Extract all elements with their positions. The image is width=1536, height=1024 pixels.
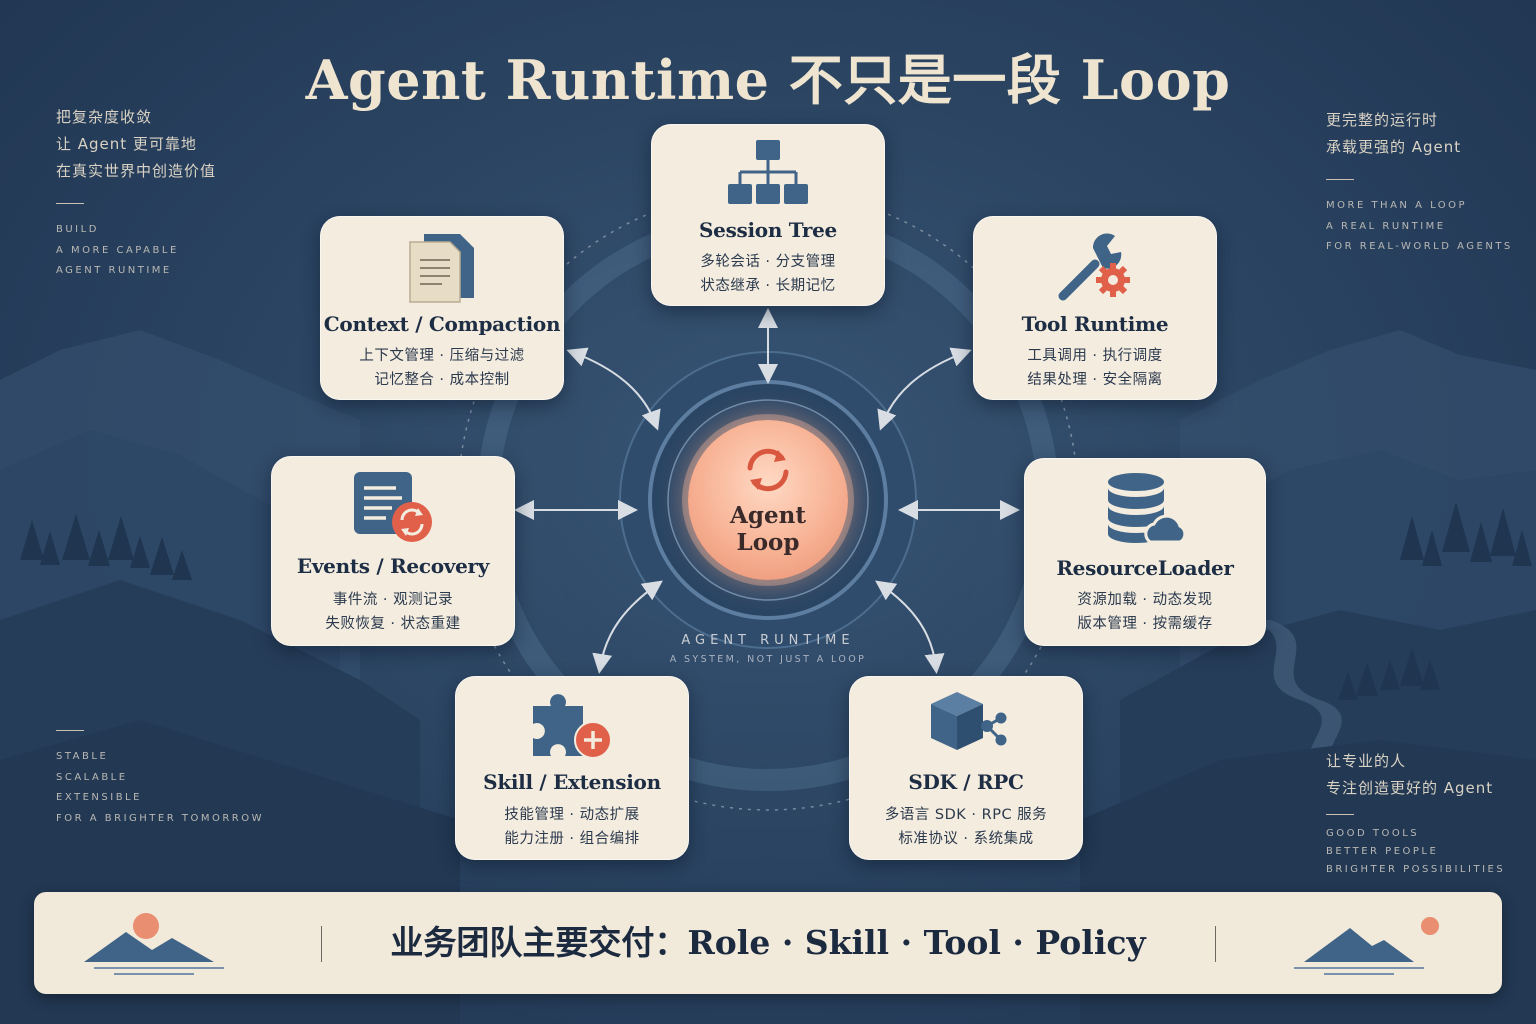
divider	[321, 926, 322, 962]
log-recovery-icon	[271, 470, 515, 546]
cube-share-icon	[849, 688, 1083, 762]
card-line: 事件流 · 观测记录	[332, 592, 454, 608]
side-note-line: 在真实世界中创造价值	[56, 162, 217, 180]
mountain-sun-icon	[1294, 917, 1439, 975]
side-note-line: A MORE CAPABLE	[56, 244, 179, 256]
card-tool-runtime[interactable]: Tool Runtime 工具调用 · 执行调度 结果处理 · 安全隔离	[973, 216, 1217, 400]
side-note-line: AGENT RUNTIME	[56, 265, 172, 276]
card-line: 失败恢复 · 状态重建	[325, 616, 461, 632]
side-note-line: BUILD	[56, 224, 99, 235]
side-note-line: 让专业的人	[1326, 752, 1407, 770]
side-note-line: FOR REAL-WORLD AGENTS	[1326, 241, 1513, 252]
page-title: Agent Runtime 不只是一段 Loop	[305, 48, 1231, 112]
side-note-line: GOOD TOOLS	[1326, 828, 1420, 839]
divider	[1326, 814, 1354, 815]
card-title: SDK / RPC	[908, 770, 1024, 794]
mountain-sun-icon	[84, 913, 224, 975]
side-note-right-bottom: 让专业的人 专注创造更好的 Agent GOOD TOOLS BETTER PE…	[1326, 748, 1505, 879]
side-note-line: MORE THAN A LOOP	[1326, 200, 1468, 211]
card-line: 状态继承 · 长期记忆	[700, 278, 836, 294]
card-resource-loader[interactable]: ResourceLoader 资源加载 · 动态发现 版本管理 · 按需缓存	[1024, 458, 1266, 646]
side-note-line: BRIGHTER POSSIBILITIES	[1326, 864, 1506, 875]
card-line: 资源加载 · 动态发现	[1077, 592, 1213, 608]
bottom-banner: 业务团队主要交付：Role · Skill · Tool · Policy	[34, 892, 1502, 994]
card-line: 工具调用 · 执行调度	[1027, 348, 1163, 364]
core-label-line2: Loop	[736, 529, 800, 556]
card-title: Tool Runtime	[1021, 312, 1169, 336]
card-session-tree[interactable]: Session Tree 多轮会话 · 分支管理 状态继承 · 长期记忆	[651, 124, 885, 306]
card-title: ResourceLoader	[1056, 556, 1234, 580]
side-note-line: SCALABLE	[56, 771, 128, 783]
side-note-line: 更完整的运行时	[1326, 111, 1439, 129]
side-note-line: 承载更强的 Agent	[1326, 138, 1462, 156]
divider	[1326, 179, 1354, 180]
card-title: Events / Recovery	[296, 554, 490, 578]
card-events-recovery[interactable]: Events / Recovery 事件流 · 观测记录 失败恢复 · 状态重建	[271, 456, 515, 646]
divider	[56, 730, 84, 731]
card-title: Context / Compaction	[323, 312, 561, 336]
card-skill-extension[interactable]: Skill / Extension 技能管理 · 动态扩展 能力注册 · 组合编…	[455, 676, 689, 860]
side-note-line: 专注创造更好的 Agent	[1326, 779, 1494, 797]
side-note-left-top: 把复杂度收敛 让 Agent 更可靠地 在真实世界中创造价值 BUILD A M…	[56, 104, 216, 282]
side-note-line: BETTER PEOPLE	[1326, 846, 1439, 857]
card-title: Skill / Extension	[483, 770, 661, 794]
agent-loop-core: Agent Loop	[688, 420, 848, 580]
side-note-line: 让 Agent 更可靠地	[56, 135, 197, 153]
card-sdk-rpc[interactable]: SDK / RPC 多语言 SDK · RPC 服务 标准协议 · 系统集成	[849, 676, 1083, 860]
side-note-right-top: 更完整的运行时 承载更强的 Agent MORE THAN A LOOP A R…	[1326, 107, 1513, 258]
puzzle-plus-icon	[455, 690, 689, 760]
card-context-compaction[interactable]: Context / Compaction 上下文管理 · 压缩与过滤 记忆整合 …	[320, 216, 564, 400]
side-note-line: FOR A BRIGHTER TOMORROW	[56, 812, 264, 824]
divider	[1215, 926, 1216, 962]
wrench-gear-icon	[973, 230, 1217, 304]
card-title: Session Tree	[699, 218, 837, 242]
card-line: 技能管理 · 动态扩展	[504, 807, 640, 823]
card-line: 多语言 SDK · RPC 服务	[884, 807, 1048, 823]
runtime-sublabel: A SYSTEM, NOT JUST A LOOP	[669, 654, 867, 665]
runtime-label: AGENT RUNTIME	[681, 633, 855, 648]
side-note-line: STABLE	[56, 751, 109, 762]
divider	[56, 203, 84, 204]
card-line: 能力注册 · 组合编排	[504, 831, 640, 847]
card-line: 结果处理 · 安全隔离	[1027, 372, 1163, 388]
cycle-arrows-icon	[747, 448, 789, 492]
card-line: 标准协议 · 系统集成	[898, 831, 1034, 847]
core-label-line1: Agent	[730, 502, 806, 529]
side-note-line: 把复杂度收敛	[56, 108, 153, 126]
side-note-left-bottom: STABLE SCALABLE EXTENSIBLE FOR A BRIGHTE…	[56, 712, 264, 829]
side-note-line: EXTENSIBLE	[56, 792, 142, 803]
database-cloud-icon	[1024, 470, 1266, 548]
card-line: 多轮会话 · 分支管理	[700, 254, 836, 270]
banner-text: 业务团队主要交付：Role · Skill · Tool · Policy	[390, 923, 1146, 962]
hierarchy-icon	[651, 138, 885, 208]
card-line: 版本管理 · 按需缓存	[1077, 616, 1213, 632]
side-note-line: A REAL RUNTIME	[1326, 220, 1446, 232]
document-icon	[320, 230, 564, 304]
card-line: 记忆整合 · 成本控制	[374, 372, 510, 388]
card-line: 上下文管理 · 压缩与过滤	[359, 348, 525, 364]
